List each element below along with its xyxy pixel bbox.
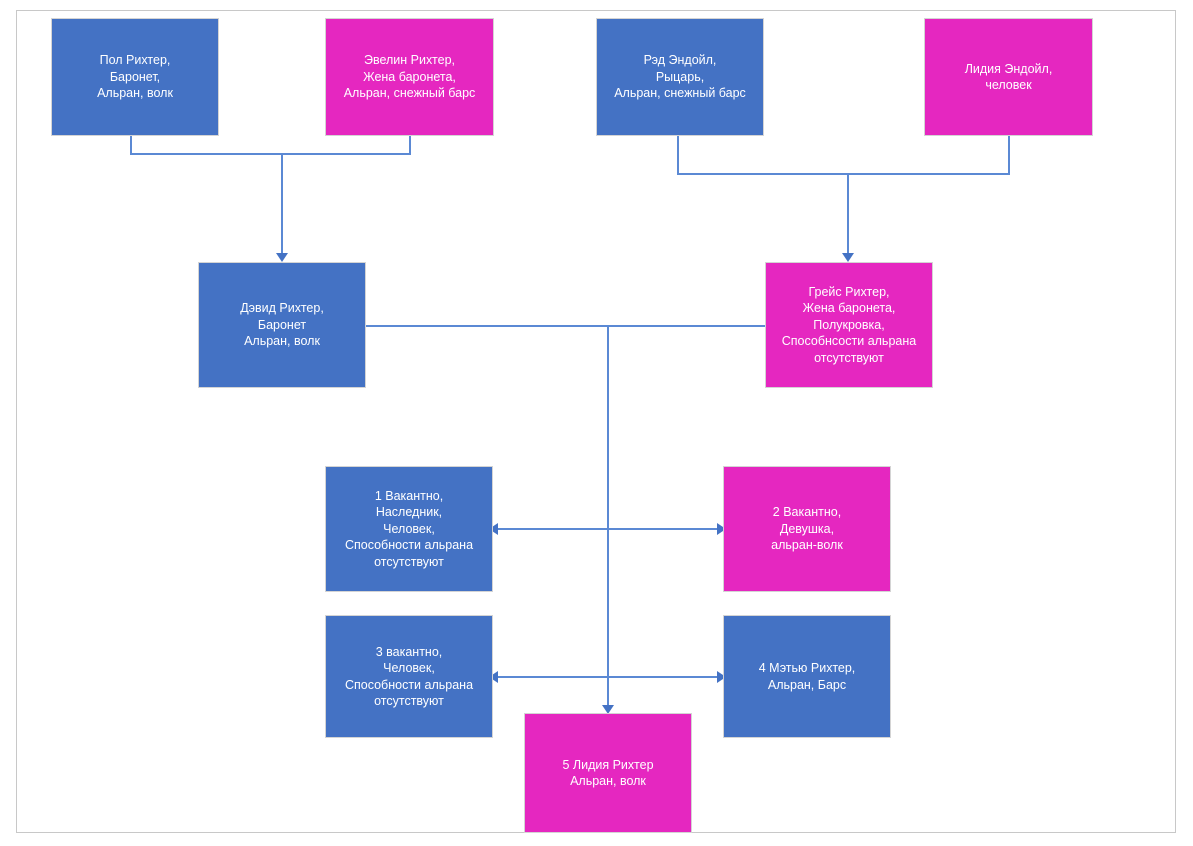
connector-red-down bbox=[677, 136, 679, 175]
arrow-down-to-child-5 bbox=[602, 705, 614, 714]
connector-paul-down bbox=[130, 136, 132, 155]
node-child-2[interactable]: 2 Вакантно, Девушка, альран-волк bbox=[723, 466, 891, 592]
connector-endoyl-to-grace bbox=[847, 173, 849, 256]
connector-lidia-down bbox=[1008, 136, 1010, 175]
node-child-1[interactable]: 1 Вакантно, Наследник, Человек, Способно… bbox=[325, 466, 493, 592]
connector-endoyl-marriage-bar bbox=[677, 173, 1010, 175]
connector-evelyn-down bbox=[409, 136, 411, 155]
node-evelyn-richter[interactable]: Эвелин Рихтер, Жена баронета, Альран, сн… bbox=[325, 18, 494, 136]
connector-child3-child4 bbox=[497, 676, 719, 678]
arrow-down-to-david bbox=[276, 253, 288, 262]
arrow-right-to-child-2 bbox=[717, 523, 726, 535]
node-paul-richter[interactable]: Пол Рихтер, Баронет, Альран, волк bbox=[51, 18, 219, 136]
node-child-3[interactable]: 3 вакантно, Человек, Способности альрана… bbox=[325, 615, 493, 738]
node-lidia-endoyl[interactable]: Лидия Эндойл, человек bbox=[924, 18, 1093, 136]
connector-child1-child2 bbox=[497, 528, 719, 530]
connector-parents-to-children bbox=[607, 325, 609, 712]
connector-richter-to-david bbox=[281, 153, 283, 256]
node-grace-richter[interactable]: Грейс Рихтер, Жена баронета, Полукровка,… bbox=[765, 262, 933, 388]
arrow-left-to-child-1 bbox=[489, 523, 498, 535]
node-child-5[interactable]: 5 Лидия Рихтер Альран, волк bbox=[524, 713, 692, 833]
node-child-4[interactable]: 4 Мэтью Рихтер, Альран, Барс bbox=[723, 615, 891, 738]
node-red-endoyl[interactable]: Рэд Эндойл, Рыцарь, Альран, снежный барс bbox=[596, 18, 764, 136]
arrow-right-to-child-4 bbox=[717, 671, 726, 683]
node-david-richter[interactable]: Дэвид Рихтер, Баронет Альран, волк bbox=[198, 262, 366, 388]
page-sheet bbox=[16, 10, 1176, 833]
connector-richter-marriage-bar bbox=[130, 153, 411, 155]
connector-david-grace-marriage bbox=[366, 325, 766, 327]
arrow-down-to-grace bbox=[842, 253, 854, 262]
arrow-left-to-child-3 bbox=[489, 671, 498, 683]
